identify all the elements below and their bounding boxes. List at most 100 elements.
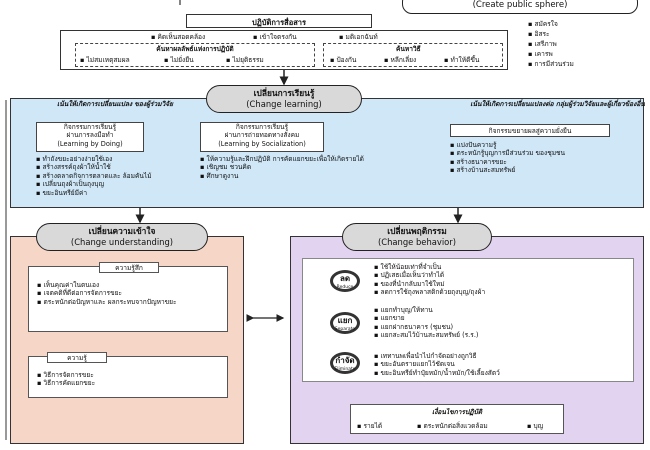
- results-item: ไม่สมเหตุสมผล: [80, 56, 129, 64]
- expand-item: ตระหนักรู้บุญการมีส่วนร่วม ของชุมชน: [450, 149, 620, 157]
- reduce-item: ลดการใช้ถุงพลาสติกด้วยถุงบุญ/ถุงผ้า: [374, 288, 624, 296]
- expand-item: สร้างธนาคารขยะ: [450, 158, 620, 166]
- social-item: เชิญชม ชวนคิด: [200, 163, 380, 171]
- knowledge-title-box: ความรู้: [47, 352, 107, 363]
- reduce-item: ใช้ให้น้อยเท่าที่จำเป็น: [374, 263, 624, 271]
- expand-title: กิจกรรมขยายผลสู่ความยั่งยืน: [488, 127, 572, 135]
- separate-sub: Separate: [334, 327, 356, 332]
- separate-circle-icon: แยก Separate: [330, 312, 360, 334]
- eliminate-label: กำจัด: [335, 356, 355, 365]
- methods-title: ค้นหาวิธี: [396, 45, 421, 53]
- list-item: เสรีภาพ: [528, 40, 628, 48]
- list-item: อิสระ: [528, 30, 628, 38]
- eliminate-item: ขยะอันตรายแยกไว้ชัดเจน: [374, 360, 634, 368]
- list-item: เคารพ: [528, 50, 628, 58]
- results-subpanel: ค้นหาผลลัพธ์แห่งการปฏิบัติ ไม่สมเหตุสมผล…: [75, 43, 315, 67]
- learning-pill: เปลี่ยนการเรียนรู้ (Change learning): [206, 85, 362, 113]
- feeling-list: เห็นคุณค่าในตนเอง เจตคติที่ดีต่อการจัดกา…: [37, 281, 227, 306]
- learning-subtitle: (Change learning): [246, 98, 322, 109]
- comm-item: เข้าใจตรงกัน: [253, 33, 296, 41]
- understanding-subtitle: (Change understanding): [70, 236, 174, 247]
- expand-item: สร้างบ้านสะสมทรัพย์: [450, 166, 620, 174]
- results-item: ไม่ยั่งยืน: [164, 56, 193, 64]
- reduce-circle-icon: ลด Reduce: [330, 270, 360, 292]
- knowledge-item: วิธีการคัดแยกขยะ: [37, 379, 227, 387]
- conditions-title: เงื่อนไขการปฏิบัติ: [431, 408, 483, 416]
- separate-list: แยกทำบุญ/ให้ทาน แยกขาย แยกฝากธนาคาร (ชุม…: [374, 306, 624, 340]
- social-title-line: กิจกรรมการเรียนรู้: [235, 123, 289, 131]
- doing-list: ทำถังขยะอย่างง่ายใช้เอง สร้างสรรค์ถุงผ้า…: [36, 155, 156, 197]
- socialization-list: ให้ความรู้และฝึกปฏิบัติ การคัดแยกขยะเพื่…: [200, 155, 380, 180]
- methods-item: ป้องกัน: [330, 56, 356, 64]
- methods-item: หลีกเลี่ยง: [384, 56, 416, 64]
- doing-item: สร้างตลาดกิจการตลาดและ ล้อมคันไม้: [36, 172, 156, 180]
- behavior-title: เปลี่ยนพฤติกรรม: [387, 226, 447, 236]
- condition-item: ตระหนักต่อสิ่งแวดล้อม: [417, 422, 487, 430]
- comm-item: มติเอกฉันท์: [339, 33, 377, 41]
- condition-item: รายได้: [357, 422, 382, 430]
- learning-right-heading: เน้นให้เกิดการเปลี่ยนแปลงต่อ กลุ่มผู้ร่ว…: [470, 100, 645, 108]
- expand-list: แบ่งปันความรู้ ตระหนักรู้บุญการมีส่วนร่ว…: [450, 141, 620, 175]
- feeling-title-box: ความรู้สึก: [99, 262, 159, 273]
- public-sphere-box: (Create public sphere): [402, 0, 638, 14]
- doing-item: สร้างสรรค์ถุงผ้าให้น้ำใช้: [36, 163, 156, 171]
- eliminate-item: ขยะอินทรีย์ทำปุ๋ยหมัก/น้ำหมัก/ใช้เลี้ยงส…: [374, 369, 634, 377]
- doing-title-box: กิจกรรมการเรียนรู้ ผ่านการลงมือทำ (Learn…: [36, 122, 144, 152]
- results-item: ไม่ยุติธรรม: [226, 56, 263, 64]
- understanding-pill: เปลี่ยนความเข้าใจ (Change understanding): [36, 223, 208, 251]
- behavior-pill: เปลี่ยนพฤติกรรม (Change behavior): [342, 223, 492, 251]
- conditions-box: เงื่อนไขการปฏิบัติ รายได้ ตระหนักต่อสิ่ง…: [350, 404, 564, 434]
- knowledge-list: วิธีการจัดการขยะ วิธีการคัดแยกขยะ: [37, 371, 227, 388]
- separate-item: แยกสะสมไว้บ้านสะสมทรัพย์ (ร.ร.): [374, 331, 624, 339]
- social-item: ให้ความรู้และฝึกปฏิบัติ การคัดแยกขยะเพื่…: [200, 155, 380, 163]
- communication-title-box: ปฏิบัติการสื่อสาร: [186, 14, 372, 28]
- learning-left-heading: เน้นให้เกิดการเปลี่ยนแปลง ของผู้ร่วมวิจั…: [56, 100, 173, 108]
- feeling-item: เห็นคุณค่าในตนเอง: [37, 281, 227, 289]
- communication-panel: คิดเห็นสอดคล้อง เข้าใจตรงกัน มติเอกฉันท์…: [60, 30, 508, 70]
- doing-title-line: กิจกรรมการเรียนรู้: [63, 123, 117, 131]
- reduce-sub: Reduce: [336, 285, 354, 290]
- social-item: ศึกษาดูงาน: [200, 172, 380, 180]
- doing-item: ขยะอินทรีย์มีค่า: [36, 189, 156, 197]
- knowledge-title: ความรู้: [67, 354, 87, 362]
- feeling-item: เจตคติที่ดีต่อการจัดการขยะ: [37, 289, 227, 297]
- behavior-subtitle: (Change behavior): [377, 236, 457, 247]
- separate-item: แยกฝากธนาคาร (ชุมชน): [374, 323, 624, 331]
- public-sphere-title: (Create public sphere): [472, 0, 568, 10]
- eliminate-circle-icon: กำจัด Eliminate: [330, 352, 360, 374]
- comm-item: คิดเห็นสอดคล้อง: [151, 33, 205, 41]
- condition-item: บุญ: [527, 422, 543, 430]
- feeling-box: ความรู้สึก เห็นคุณค่าในตนเอง เจตคติที่ดี…: [28, 262, 228, 332]
- knowledge-box: ความรู้ วิธีการจัดการขยะ วิธีการคัดแยกขย…: [28, 352, 228, 398]
- social-title-line: ผ่านการถ่ายทอดทางสังคม: [224, 131, 300, 140]
- list-item: สมัครใจ: [528, 20, 628, 28]
- feeling-title: ความรู้สึก: [115, 264, 143, 272]
- separate-label: แยก: [337, 316, 353, 325]
- separate-item: แยกทำบุญ/ให้ทาน: [374, 306, 624, 314]
- feeling-item: ตระหนักต่อปัญหาและ ผลกระทบจากปัญหาขยะ: [37, 298, 227, 306]
- understanding-title: เปลี่ยนความเข้าใจ: [88, 226, 156, 236]
- reduce-item: ปฏิเสธเมื่อเห็นว่าทำได้: [374, 271, 624, 279]
- results-title: ค้นหาผลลัพธ์แห่งการปฏิบัติ: [156, 45, 234, 53]
- doing-item: ทำถังขยะอย่างง่ายใช้เอง: [36, 155, 156, 163]
- reduce-label: ลด: [339, 274, 351, 283]
- doing-title-line: ผ่านการลงมือทำ: [66, 131, 114, 140]
- expand-item: แบ่งปันความรู้: [450, 141, 620, 149]
- methods-item: ทำให้ดีขึ้น: [444, 56, 479, 64]
- public-sphere-list: สมัครใจ อิสระ เสรีภาพ เคารพ การมีส่วนร่ว…: [528, 20, 628, 68]
- doing-title-line: (Learning by Doing): [57, 139, 123, 148]
- communication-title: ปฏิบัติการสื่อสาร: [251, 18, 307, 27]
- knowledge-item: วิธีการจัดการขยะ: [37, 371, 227, 379]
- doing-item: เปลี่ยนถุงผ้าเป็นถุงบุญ: [36, 180, 156, 188]
- eliminate-sub: Eliminate: [334, 367, 356, 372]
- reduce-item: ของที่นำกลับมาใช้ใหม่: [374, 280, 624, 288]
- methods-subpanel: ค้นหาวิธี ป้องกัน หลีกเลี่ยง ทำให้ดีขึ้น: [323, 43, 503, 67]
- eliminate-list: เททานพเพื่อนำไปกำจัดอย่างถูกวิธี ขยะอันต…: [374, 352, 634, 377]
- expand-title-box: กิจกรรมขยายผลสู่ความยั่งยืน: [450, 124, 610, 137]
- socialization-title-box: กิจกรรมการเรียนรู้ ผ่านการถ่ายทอดทางสังค…: [200, 122, 324, 152]
- reduce-list: ใช้ให้น้อยเท่าที่จำเป็น ปฏิเสธเมื่อเห็นว…: [374, 263, 624, 297]
- separate-item: แยกขาย: [374, 314, 624, 322]
- eliminate-item: เททานพเพื่อนำไปกำจัดอย่างถูกวิธี: [374, 352, 634, 360]
- social-title-line: (Learning by Socialization): [218, 139, 306, 148]
- learning-title: เปลี่ยนการเรียนรู้: [253, 88, 315, 98]
